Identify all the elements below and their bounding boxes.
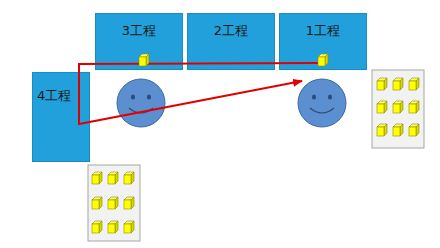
- process-box: 2工程: [187, 13, 275, 70]
- process-box: 4工程: [32, 72, 90, 162]
- work-piece: [139, 54, 149, 66]
- work-piece: [318, 54, 328, 66]
- process-label: 3工程: [122, 23, 156, 39]
- worker-right: [298, 79, 346, 127]
- parts-tray-left: [88, 165, 140, 241]
- process-label: 2工程: [214, 23, 248, 39]
- parts-tray-right: [372, 70, 424, 148]
- walking-path: [79, 63, 322, 124]
- worker-left: [117, 79, 165, 127]
- process-label: 4工程: [37, 88, 71, 104]
- process-label: 1工程: [306, 23, 340, 39]
